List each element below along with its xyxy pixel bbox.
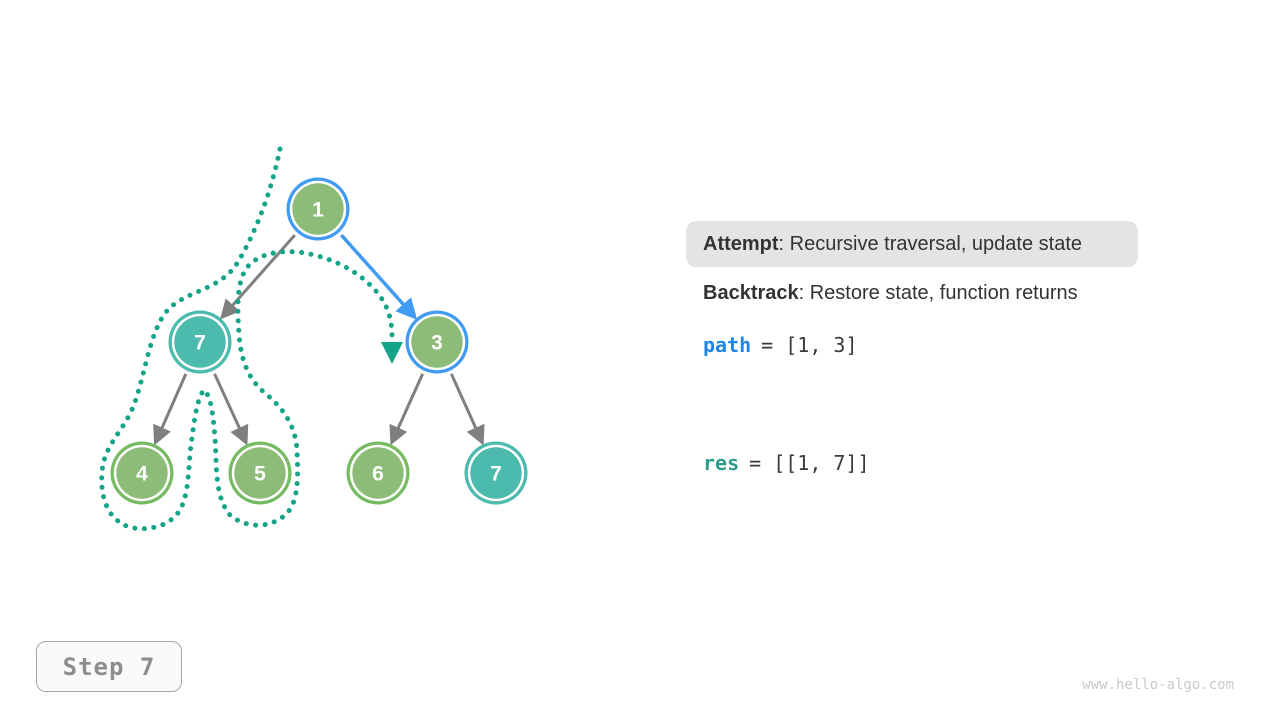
attempt-legend-box: Attempt: Recursive traversal, update sta… <box>686 221 1138 267</box>
attempt-rest: : Recursive traversal, update state <box>778 232 1083 255</box>
tree-edge <box>389 373 424 446</box>
step-counter-badge: Step 7 <box>36 641 182 692</box>
node-1: 1 <box>286 177 350 241</box>
tree-edge <box>450 373 485 446</box>
node-value-label: 7 <box>194 332 206 355</box>
binary-tree-diagram: 1 7 3 4 5 6 7 <box>99 146 528 532</box>
res-variable-value: = [[1, 7]] <box>749 451 870 475</box>
tree-edge <box>213 373 249 446</box>
res-variable-line: res = [[1, 7]] <box>703 451 870 475</box>
node-value-label: 6 <box>372 463 384 486</box>
tree-edge <box>340 233 418 320</box>
path-variable-line: path = [1, 3] <box>703 333 858 357</box>
path-variable-name: path <box>703 333 752 357</box>
node-6: 6 <box>346 441 410 505</box>
node-4: 4 <box>110 441 174 505</box>
node-7l: 7 <box>168 310 232 374</box>
step-counter-label: Step 7 <box>62 652 156 681</box>
node-value-label: 3 <box>431 332 443 355</box>
backtrack-label: Backtrack <box>703 282 799 304</box>
node-5: 5 <box>228 441 292 505</box>
traversal-path <box>99 146 395 532</box>
backtrack-rest: : Restore state, function returns <box>798 282 1078 304</box>
node-value-label: 4 <box>136 463 148 486</box>
traversal-arrowhead <box>381 342 403 364</box>
attempt-label: Attempt <box>703 232 779 255</box>
tree-edge <box>220 234 296 320</box>
backtrack-legend-text: Backtrack: Restore state, function retur… <box>703 282 1078 305</box>
tree-edge <box>153 373 188 446</box>
watermark-url: www.hello-algo.com <box>1082 677 1234 693</box>
node-value-label: 1 <box>312 199 324 222</box>
attempt-legend-text: Attempt: Recursive traversal, update sta… <box>703 233 1082 256</box>
node-value-label: 7 <box>490 463 502 486</box>
res-variable-name: res <box>703 451 740 475</box>
node-value-label: 5 <box>254 463 266 486</box>
path-variable-value: = [1, 3] <box>761 333 858 357</box>
node-7r: 7 <box>464 441 528 505</box>
tree-nodes: 1 7 3 4 5 6 7 <box>110 177 528 505</box>
node-3: 3 <box>405 310 469 374</box>
